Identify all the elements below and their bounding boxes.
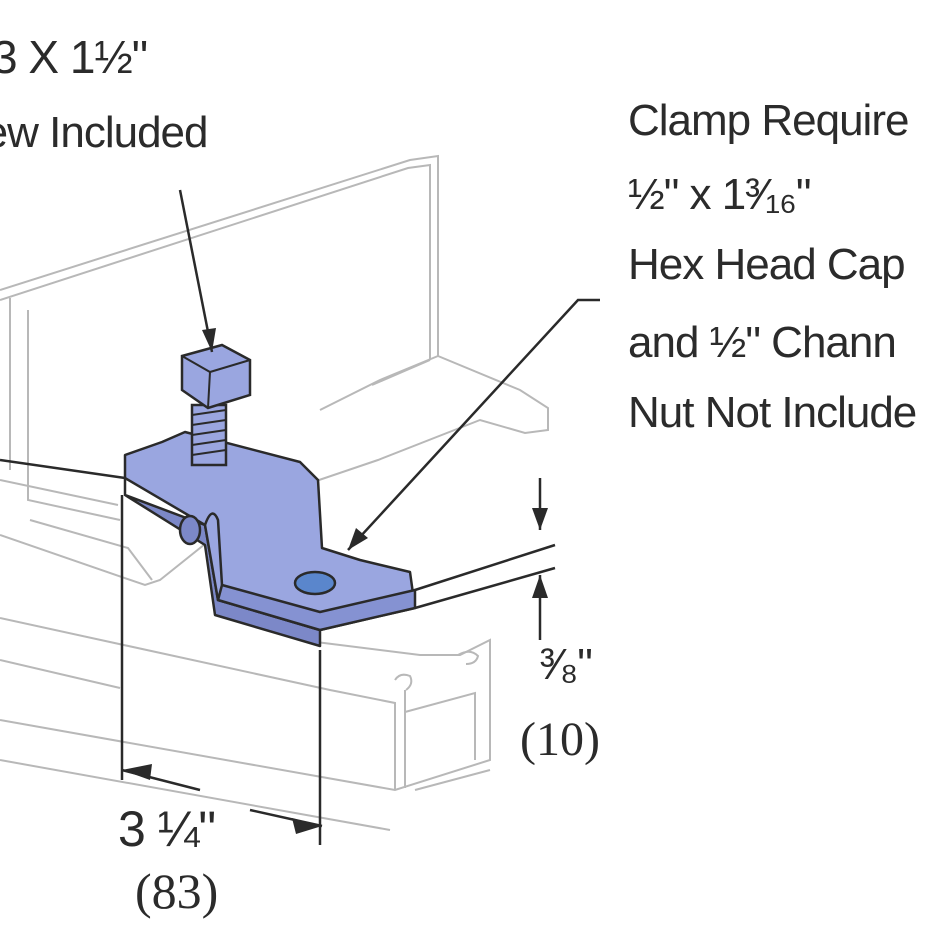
clamp-note-line-5: Nut Not Include bbox=[628, 388, 917, 437]
thickness-imperial-label: ³⁄₈" bbox=[540, 640, 593, 689]
width-metric-label: (83) bbox=[135, 863, 219, 919]
clamp-note-line-4: and ½" Chann bbox=[628, 318, 897, 367]
screw-hex-head bbox=[180, 343, 252, 410]
clamp-side-face bbox=[123, 476, 322, 648]
leader-lines bbox=[0, 189, 600, 551]
clamp-hole bbox=[293, 570, 337, 596]
clamp-note-line-3: Hex Head Cap bbox=[628, 240, 906, 289]
set-screw bbox=[178, 343, 252, 546]
clamp-note-line-1: Clamp Require bbox=[628, 96, 909, 145]
screw-size-label: 3 X 1½" bbox=[0, 31, 148, 83]
width-imperial-label: 3 ¼" bbox=[118, 801, 216, 857]
thickness-metric-label: (10) bbox=[520, 713, 600, 766]
clamp-note-line-2: ½" x 1³⁄₁₆" bbox=[628, 170, 811, 219]
beam-outline bbox=[0, 154, 549, 587]
screw-note-label: rew Included bbox=[0, 108, 208, 157]
dimension-lines bbox=[120, 478, 556, 845]
strut-channel bbox=[0, 617, 491, 831]
clamp-bend-edge bbox=[203, 512, 224, 586]
beam-clamp bbox=[123, 430, 417, 648]
